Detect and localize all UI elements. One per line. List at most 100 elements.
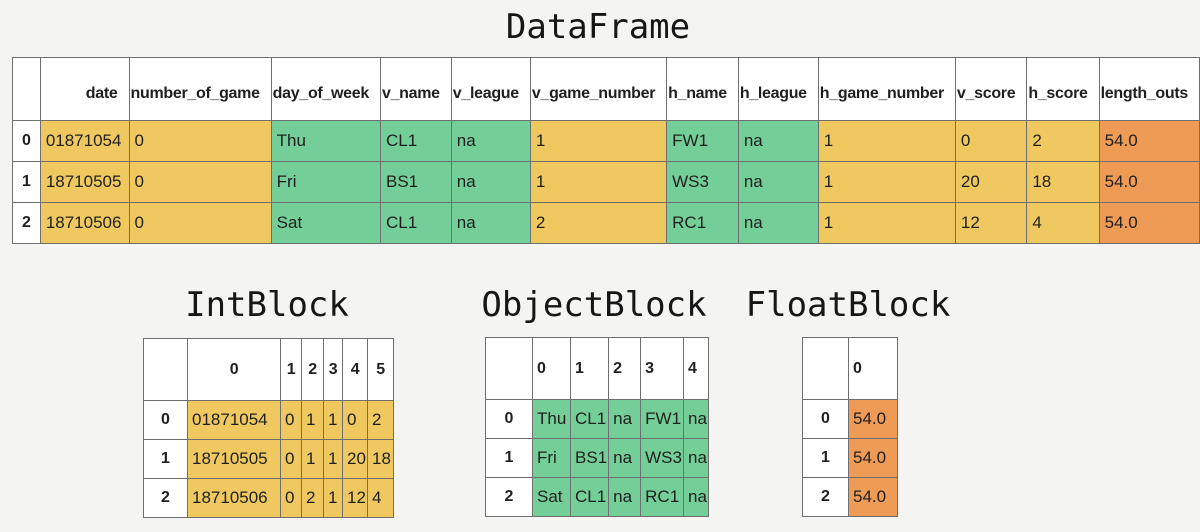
row-index: 1 <box>802 438 849 478</box>
row-index: 1 <box>143 439 188 479</box>
corner-cell <box>143 338 188 401</box>
column-header: 1 <box>569 337 610 400</box>
column-header: 4 <box>682 337 709 400</box>
column-header: 0 <box>532 337 571 400</box>
row-index: 0 <box>12 120 41 162</box>
data-cell: CL1 <box>379 202 452 244</box>
column-header: 4 <box>342 338 368 401</box>
data-cell: na <box>450 202 531 244</box>
corner-cell <box>12 57 41 121</box>
row-index: 2 <box>802 477 849 517</box>
data-cell: 0 <box>280 400 302 440</box>
data-cell: FW1 <box>666 120 739 162</box>
data-cell: na <box>737 202 819 244</box>
column-header: 5 <box>367 338 394 401</box>
data-cell: 54.0 <box>1098 202 1200 244</box>
column-header: 3 <box>640 337 684 400</box>
data-cell: 2 <box>1026 120 1100 162</box>
data-cell: 0 <box>342 400 368 440</box>
data-cell: 1 <box>323 439 343 479</box>
data-cell: 1 <box>301 439 324 479</box>
data-cell: Sat <box>532 477 571 517</box>
data-cell: BS1 <box>379 161 452 203</box>
row-index: 0 <box>485 399 533 439</box>
data-cell: na <box>450 120 531 162</box>
data-cell: 18710506 <box>187 478 281 518</box>
column-header: h_league <box>737 57 819 121</box>
data-cell: na <box>450 161 531 203</box>
data-cell: na <box>608 399 642 439</box>
column-header: date <box>39 57 130 121</box>
data-cell: 20 <box>342 439 368 479</box>
data-cell: 2 <box>301 478 324 518</box>
data-cell: 18 <box>1026 161 1100 203</box>
data-cell: 54.0 <box>1098 120 1200 162</box>
data-cell: 0 <box>954 120 1028 162</box>
data-cell: 18710505 <box>187 439 281 479</box>
row-index: 2 <box>485 477 533 517</box>
column-header: number_of_game <box>128 57 272 121</box>
data-cell: 2 <box>529 202 668 244</box>
column-header: 2 <box>608 337 642 400</box>
data-cell: RC1 <box>640 477 684 517</box>
column-header: day_of_week <box>270 57 381 121</box>
data-cell: BS1 <box>569 438 610 478</box>
corner-cell <box>485 337 533 400</box>
data-cell: 20 <box>954 161 1028 203</box>
data-cell: 01871054 <box>39 120 130 162</box>
row-index: 1 <box>12 161 41 203</box>
data-cell: na <box>608 477 642 517</box>
data-cell: 54.0 <box>848 477 898 517</box>
data-cell: 1 <box>529 120 668 162</box>
data-cell: RC1 <box>666 202 739 244</box>
data-cell: 0 <box>280 478 302 518</box>
data-cell: 2 <box>367 400 394 440</box>
data-cell: 0 <box>128 161 272 203</box>
data-cell: 18 <box>367 439 394 479</box>
column-header: v_league <box>450 57 531 121</box>
data-cell: na <box>608 438 642 478</box>
row-index: 1 <box>485 438 533 478</box>
column-header: 3 <box>323 338 343 401</box>
row-index: 0 <box>143 400 188 440</box>
data-cell: 4 <box>1026 202 1100 244</box>
data-cell: 18710505 <box>39 161 130 203</box>
column-header: v_score <box>954 57 1028 121</box>
data-cell: Fri <box>532 438 571 478</box>
data-cell: Fri <box>270 161 381 203</box>
data-cell: 54.0 <box>848 438 898 478</box>
column-header: v_game_number <box>529 57 668 121</box>
row-index: 2 <box>12 202 41 244</box>
column-header: h_game_number <box>817 57 956 121</box>
column-header: 1 <box>280 338 302 401</box>
data-cell: Sat <box>270 202 381 244</box>
data-cell: na <box>682 477 709 517</box>
column-header: 0 <box>848 337 898 400</box>
data-cell: 1 <box>817 120 956 162</box>
data-cell: 0 <box>280 439 302 479</box>
data-cell: 01871054 <box>187 400 281 440</box>
data-cell: na <box>682 438 709 478</box>
column-header: h_score <box>1026 57 1100 121</box>
objectblock-title: ObjectBlock <box>481 285 707 325</box>
data-cell: WS3 <box>640 438 684 478</box>
data-cell: 1 <box>529 161 668 203</box>
data-cell: 1 <box>301 400 324 440</box>
data-cell: CL1 <box>569 399 610 439</box>
data-cell: CL1 <box>379 120 452 162</box>
data-cell: 0 <box>128 202 272 244</box>
